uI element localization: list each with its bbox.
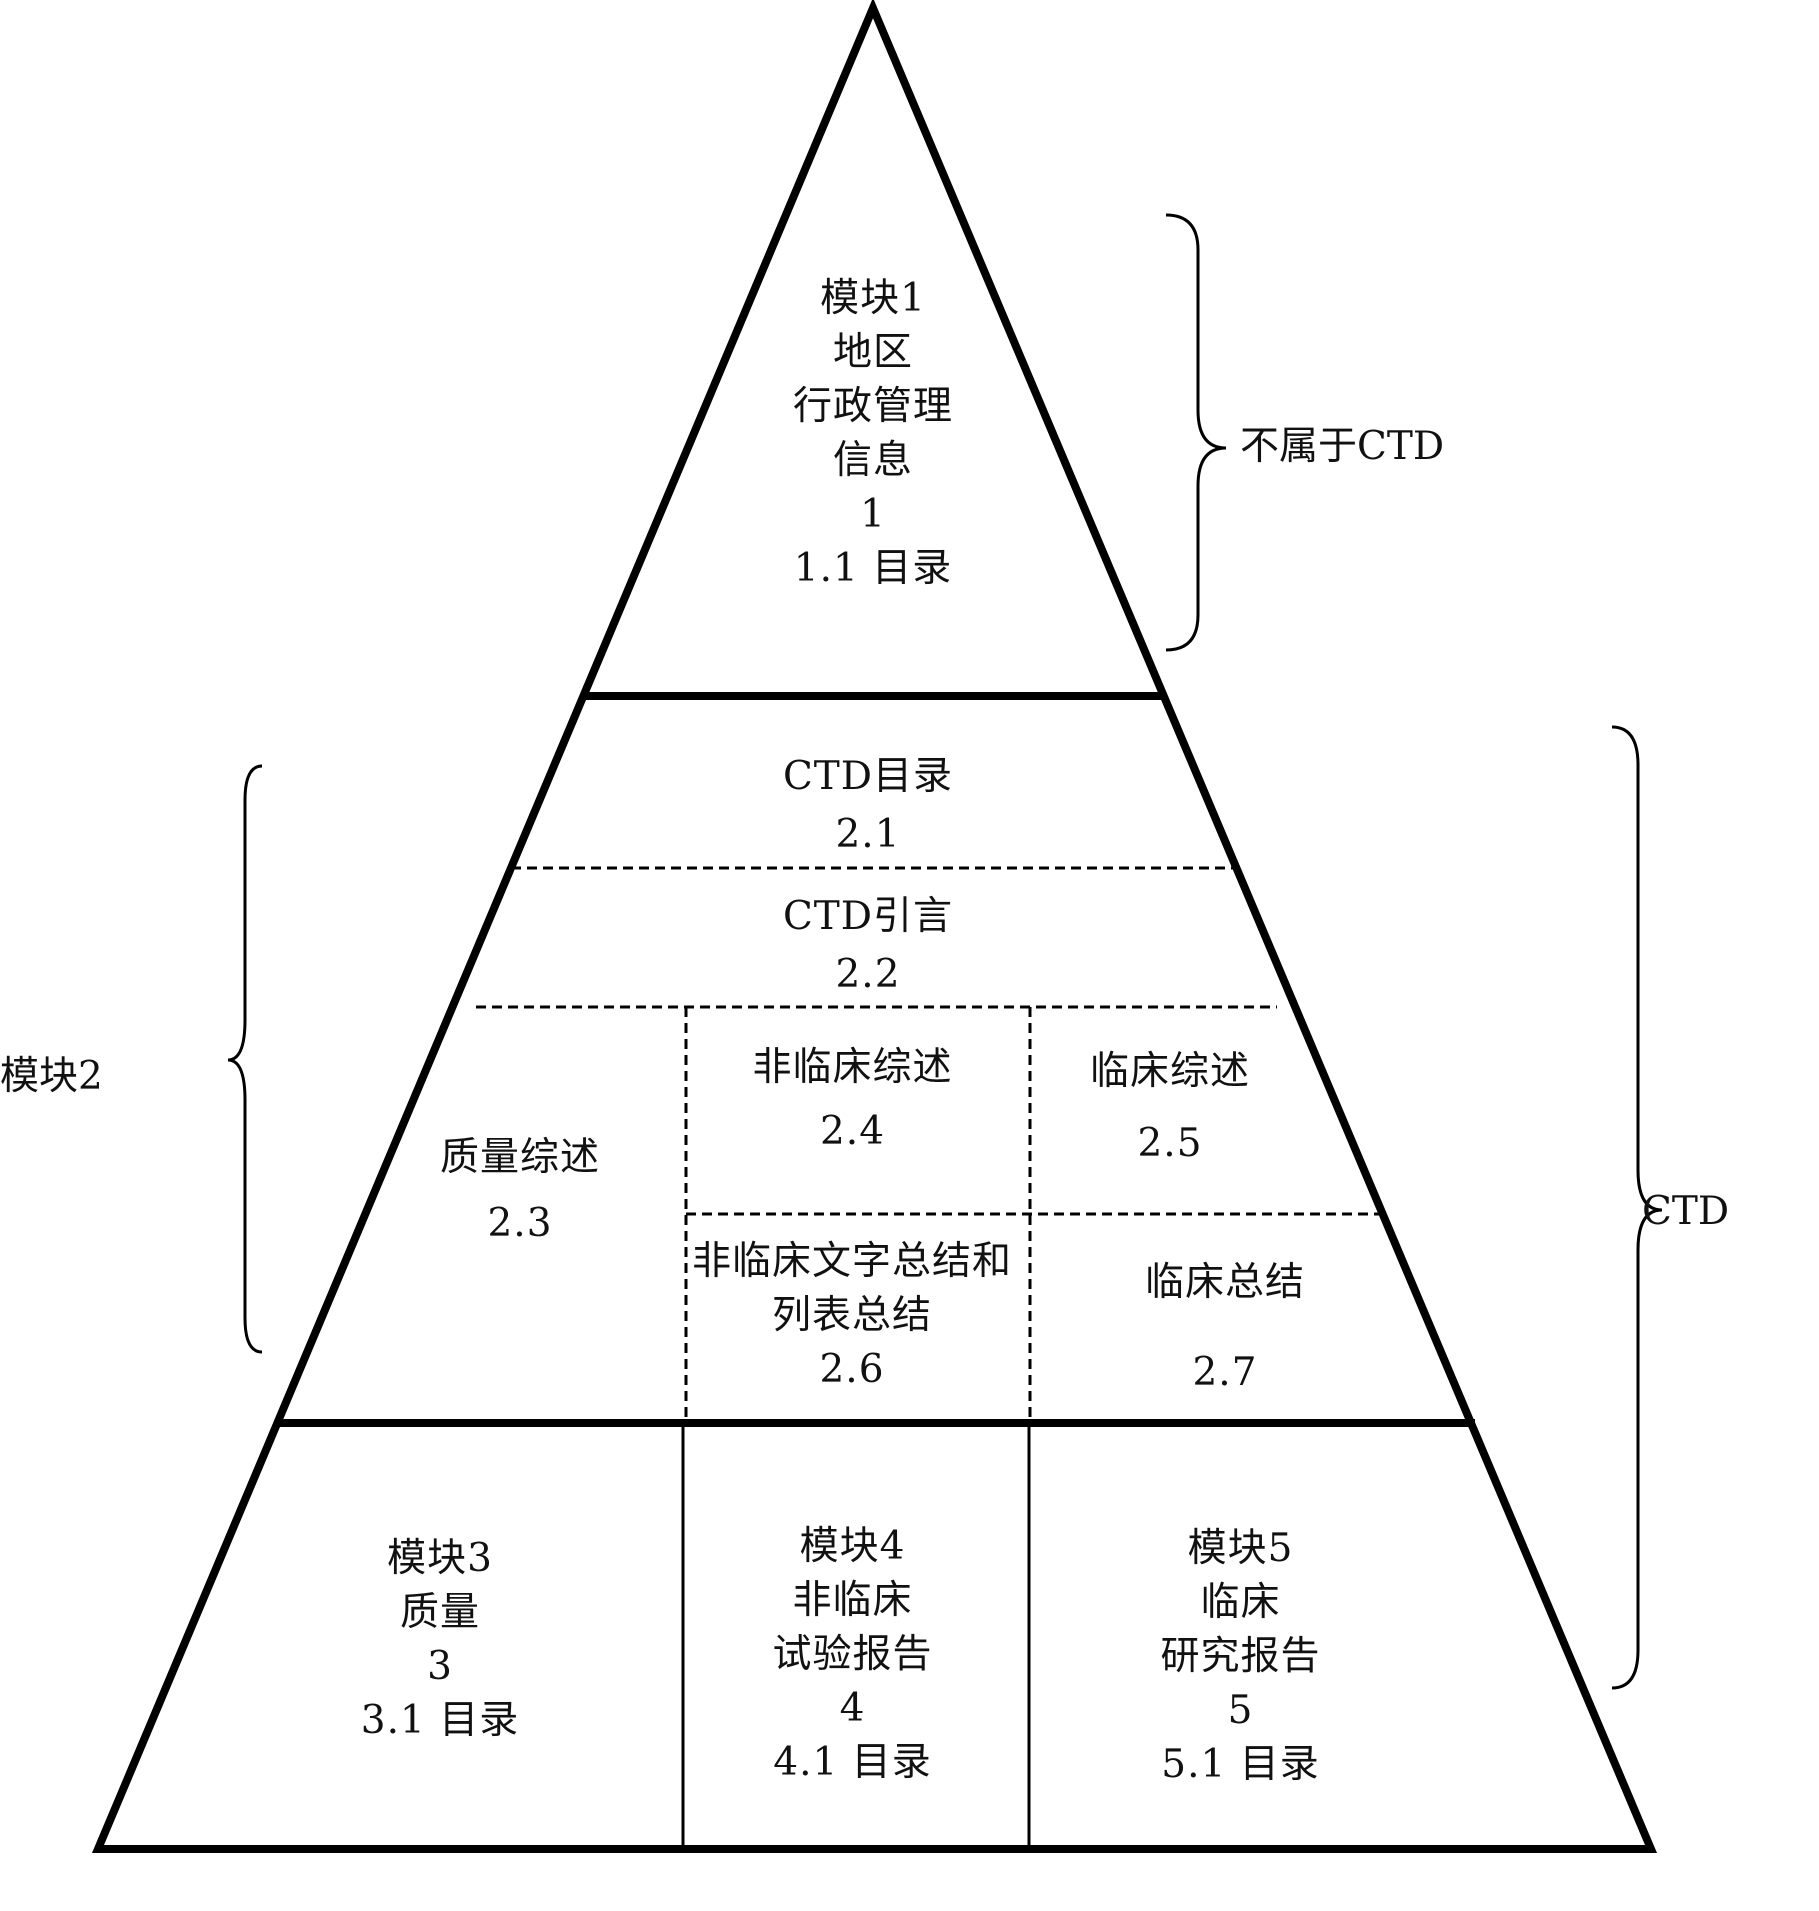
section-2-7-title: 临床总结 (1144, 1260, 1305, 1305)
module5-label: 模块5 临床 研究报告 5 5.1 目录 (1128, 1522, 1353, 1792)
section-2-4-title: 非临床综述 (752, 1045, 953, 1090)
section-2-4-label: 非临床综述 2.4 (735, 1036, 970, 1164)
section-2-1-label: CTD目录 2.1 (748, 748, 988, 864)
module4-line-2: 非临床 (792, 1578, 913, 1623)
section-2-2-label: CTD引言 2.2 (748, 888, 988, 1004)
section-2-5-title: 临床综述 (1089, 1049, 1250, 1094)
module5-line-2: 临床 (1200, 1580, 1281, 1625)
module5-line-1: 模块5 (1187, 1526, 1294, 1571)
section-2-1-number: 2.1 (835, 812, 901, 857)
section-2-1-title: CTD目录 (782, 754, 954, 799)
section-2-7-label: 临床总结 2.7 (1130, 1238, 1320, 1418)
bracket-label-not-ctd: 不属于CTD (1240, 424, 1445, 469)
section-2-5-label: 临床综述 2.5 (1075, 1036, 1265, 1180)
section-2-3-title: 质量综述 (439, 1135, 600, 1180)
section-2-4-number: 2.4 (819, 1109, 886, 1154)
section-2-2-title: CTD引言 (782, 894, 954, 939)
module3-line-3: 3 (427, 1644, 453, 1689)
section-2-6-label: 非临床文字总结和 列表总结 2.6 (682, 1235, 1022, 1397)
module5-line-3: 研究报告 (1160, 1634, 1321, 1679)
module3-label: 模块3 质量 3 3.1 目录 (340, 1532, 540, 1748)
module4-line-5: 4.1 目录 (773, 1740, 932, 1785)
brace-module2 (227, 764, 263, 1354)
module1-line-3: 行政管理 (792, 384, 953, 429)
section-2-2-number: 2.2 (835, 952, 901, 997)
module4-line-4: 4 (839, 1686, 866, 1731)
section-2-6-line-1: 非临床文字总结和 (691, 1239, 1012, 1284)
section-2-5-number: 2.5 (1137, 1121, 1203, 1166)
module4-line-3: 试验报告 (772, 1632, 933, 1677)
module4-label: 模块4 非临床 试验报告 4 4.1 目录 (740, 1520, 965, 1790)
bracket-label-ctd: CTD (1642, 1189, 1730, 1234)
module5-line-5: 5.1 目录 (1161, 1742, 1320, 1787)
module1-line-6: 1.1 目录 (793, 546, 953, 591)
module3-line-2: 质量 (399, 1590, 480, 1635)
section-2-7-number: 2.7 (1192, 1350, 1258, 1395)
module3-line-4: 3.1 目录 (360, 1698, 520, 1743)
bracket-label-module2: 模块2 (0, 1054, 103, 1099)
module1-label: 模块1 地区 行政管理 信息 1 1.1 目录 (758, 272, 988, 596)
module3-line-1: 模块3 (387, 1536, 493, 1581)
pyramid-outline (91, 0, 1658, 1853)
module4-line-1: 模块4 (799, 1524, 906, 1569)
module5-line-4: 5 (1227, 1688, 1254, 1733)
module1-line-5: 1 (860, 492, 886, 537)
module1-line-1: 模块1 (820, 276, 926, 321)
section-2-6-line-2: 列表总结 (771, 1293, 932, 1338)
module1-line-4: 信息 (832, 438, 913, 483)
brace-ctd (1611, 725, 1663, 1690)
section-2-6-number: 2.6 (819, 1347, 885, 1392)
module1-line-2: 地区 (832, 330, 913, 375)
section-2-3-label: 质量综述 2.3 (415, 1125, 625, 1257)
section-2-3-number: 2.3 (487, 1201, 553, 1246)
brace-not-ctd (1165, 213, 1227, 652)
